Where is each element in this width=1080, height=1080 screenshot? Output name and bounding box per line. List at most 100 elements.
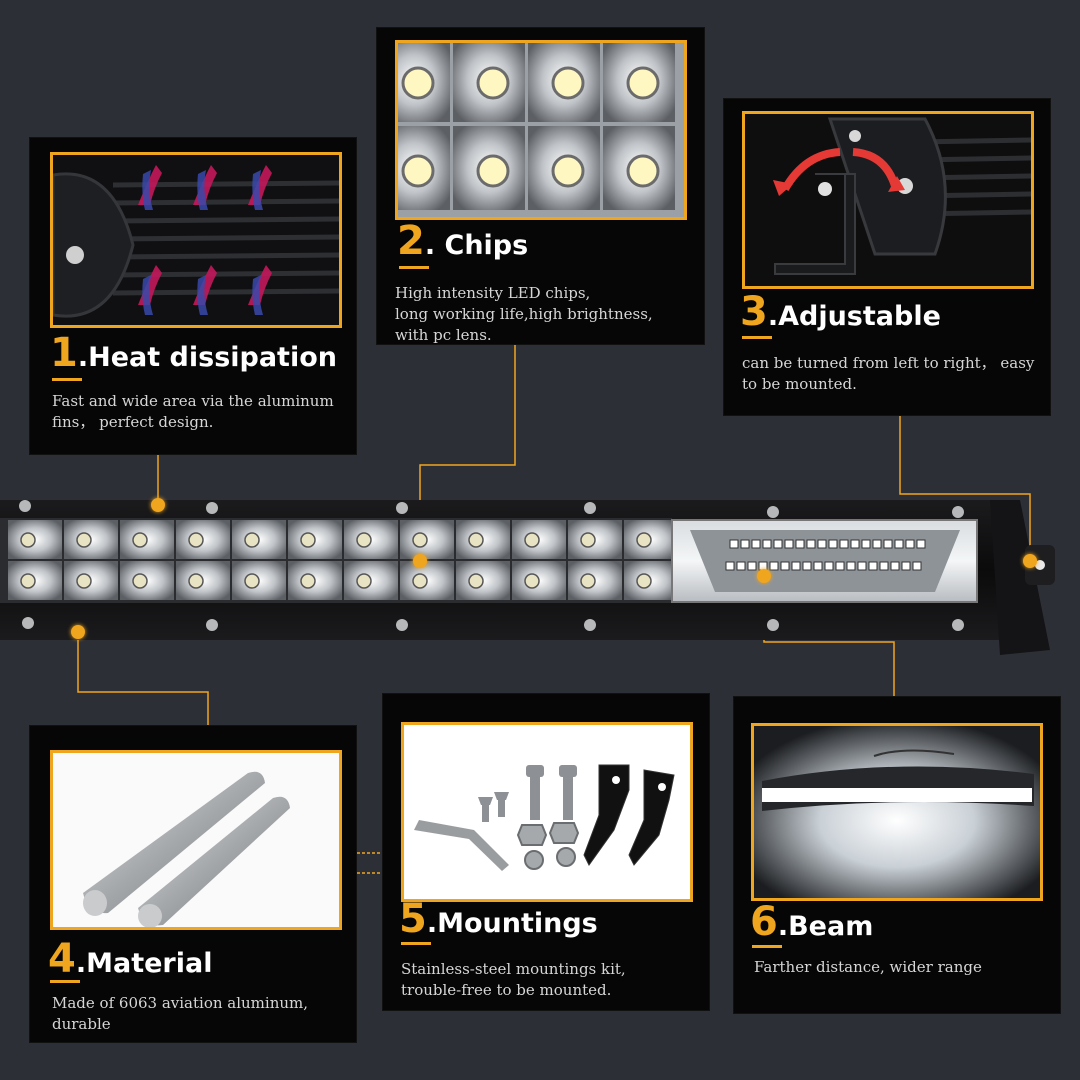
mounting-kit-photo xyxy=(401,722,693,902)
led-chip xyxy=(132,573,148,589)
feature-description: Stainless-steel mountings kit, trouble-f… xyxy=(401,960,626,999)
spot-led-chip xyxy=(901,561,911,571)
chip-led xyxy=(626,154,660,188)
led-chip xyxy=(132,532,148,548)
led-chip xyxy=(20,532,36,548)
spot-led-chip xyxy=(802,561,812,571)
chip-led xyxy=(626,66,660,100)
led-chip xyxy=(412,573,428,589)
chip-led xyxy=(401,154,435,188)
bracket-photo xyxy=(742,111,1034,289)
heat-sink-photo xyxy=(50,152,342,328)
marker-dot-adjustable xyxy=(1023,554,1037,568)
feature-card-mountings: 5.Mountings Stainless-steel mountings ki… xyxy=(383,694,709,1010)
feature-title: 5.Mountings xyxy=(399,896,598,942)
led-chip xyxy=(636,532,652,548)
led-chip xyxy=(468,573,484,589)
led-chip xyxy=(244,532,260,548)
spot-led-chip xyxy=(784,539,794,549)
led-chips-image xyxy=(398,43,684,217)
feature-title: 1.Heat dissipation xyxy=(50,330,337,376)
led-chip xyxy=(188,532,204,548)
spot-led-chip xyxy=(872,539,882,549)
beam-photo xyxy=(751,723,1043,901)
spot-led-chip xyxy=(813,561,823,571)
marker-dot-beam xyxy=(757,569,771,583)
spot-led-chip xyxy=(780,561,790,571)
title-underline xyxy=(399,266,429,269)
feature-title: 2. Chips xyxy=(397,218,529,264)
title-underline xyxy=(401,942,431,945)
beam-pattern-image xyxy=(754,726,1040,898)
marker-dot-heat xyxy=(151,498,165,512)
spot-led-chip xyxy=(729,539,739,549)
title-underline xyxy=(50,980,80,983)
spot-led-chip xyxy=(835,561,845,571)
led-chip xyxy=(188,573,204,589)
spot-led-chip xyxy=(912,561,922,571)
led-chip xyxy=(356,532,372,548)
led-chip-row xyxy=(8,520,678,600)
adjustable-bracket-image xyxy=(745,114,1031,286)
spot-led-chip xyxy=(795,539,805,549)
mounting-kit-image xyxy=(404,725,690,899)
spot-led-chip xyxy=(736,561,746,571)
spot-led-chip xyxy=(883,539,893,549)
connector-adjustable xyxy=(899,405,1031,560)
spot-led-chip xyxy=(857,561,867,571)
spot-led-chip xyxy=(824,561,834,571)
led-chip xyxy=(580,532,596,548)
spot-led-chip xyxy=(773,539,783,549)
title-underline xyxy=(52,378,82,381)
chip-led xyxy=(401,66,435,100)
feature-description: can be turned from left to right， easy t… xyxy=(742,354,1035,393)
led-chip xyxy=(300,532,316,548)
spot-led-chip xyxy=(806,539,816,549)
spot-led-chip xyxy=(850,539,860,549)
feature-title: 6.Beam xyxy=(750,899,874,945)
led-chip xyxy=(20,573,36,589)
spot-led-chip xyxy=(916,539,926,549)
feature-description: Fast and wide area via the aluminum fins… xyxy=(52,392,334,431)
led-chip xyxy=(580,573,596,589)
feature-card-adjustable: 3.Adjustable can be turned from left to … xyxy=(724,99,1050,415)
aluminum-profile-photo xyxy=(50,750,342,930)
led-chip xyxy=(300,573,316,589)
feature-card-chips: 2. Chips High intensity LED chips, long … xyxy=(377,28,704,344)
spot-led-chip xyxy=(839,539,849,549)
chip-led xyxy=(551,154,585,188)
spot-led-chip xyxy=(762,539,772,549)
feature-description: High intensity LED chips, long working l… xyxy=(395,284,653,344)
spot-led-chip xyxy=(817,539,827,549)
led-chip xyxy=(76,532,92,548)
led-chip xyxy=(244,573,260,589)
feature-description: Made of 6063 aviation aluminum, durable xyxy=(52,994,309,1033)
spot-led-chip xyxy=(791,561,801,571)
spot-led-chip xyxy=(751,539,761,549)
spot-led-chip xyxy=(861,539,871,549)
spot-led-chip xyxy=(846,561,856,571)
spot-led-chip xyxy=(905,539,915,549)
led-chip xyxy=(76,573,92,589)
feature-card-beam: 6.Beam Farther distance, wider range xyxy=(734,697,1060,1013)
marker-dot-material xyxy=(71,625,85,639)
aluminum-bars-image xyxy=(53,753,339,927)
spot-led-chip xyxy=(868,561,878,571)
chip-led xyxy=(476,66,510,100)
title-underline xyxy=(752,945,782,948)
feature-description: Farther distance, wider range xyxy=(754,958,982,976)
led-chip xyxy=(636,573,652,589)
heat-fins-image xyxy=(53,155,339,325)
chip-led xyxy=(476,154,510,188)
spot-led-chip xyxy=(725,561,735,571)
led-chip xyxy=(412,532,428,548)
led-light-bar-photo xyxy=(0,500,1055,655)
spot-led-chip xyxy=(894,539,904,549)
led-chip xyxy=(524,573,540,589)
feature-title: 3.Adjustable xyxy=(740,289,941,335)
title-underline xyxy=(742,336,772,339)
spot-led-chip xyxy=(740,539,750,549)
feature-card-heat-dissipation: 1.Heat dissipation Fast and wide area vi… xyxy=(30,138,356,454)
spot-led-chip xyxy=(890,561,900,571)
